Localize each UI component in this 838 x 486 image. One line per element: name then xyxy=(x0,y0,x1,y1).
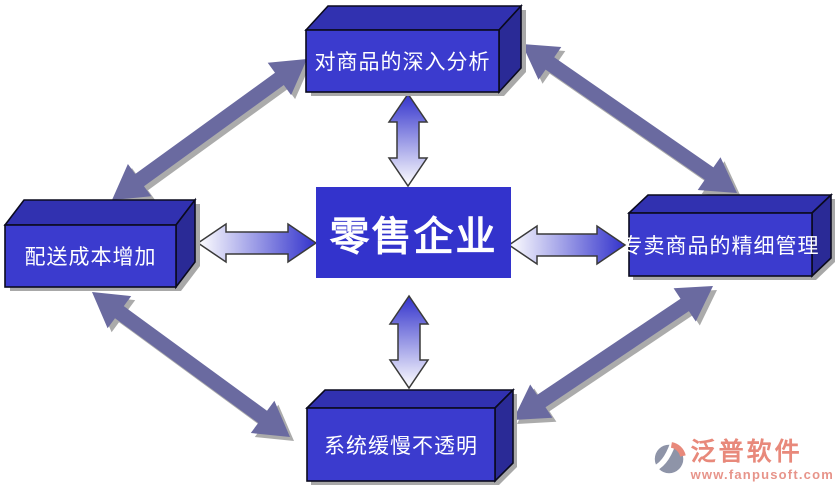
arrow-top-to-right xyxy=(522,44,741,197)
arrow-center-to-bottom xyxy=(388,294,430,390)
arrow-right-to-bottom xyxy=(513,286,717,424)
arrow-center-to-left xyxy=(196,222,318,264)
arrow-left-to-top xyxy=(112,59,311,204)
watermark: 泛普软件 www.fanpusoft.com xyxy=(650,438,834,482)
arrow-center-to-right xyxy=(507,224,627,266)
node-left-box xyxy=(3,197,200,291)
node-center-box xyxy=(316,187,511,278)
node-bottom-box xyxy=(305,388,517,485)
watermark-url: www.fanpusoft.com xyxy=(690,467,834,482)
fanpu-logo-icon xyxy=(650,442,686,474)
arrow-center-to-top xyxy=(387,92,429,188)
watermark-brand: 泛普软件 xyxy=(690,438,803,466)
arrow-bottom-to-left xyxy=(92,292,294,441)
node-right-box xyxy=(626,193,835,280)
node-top-box xyxy=(304,3,526,96)
